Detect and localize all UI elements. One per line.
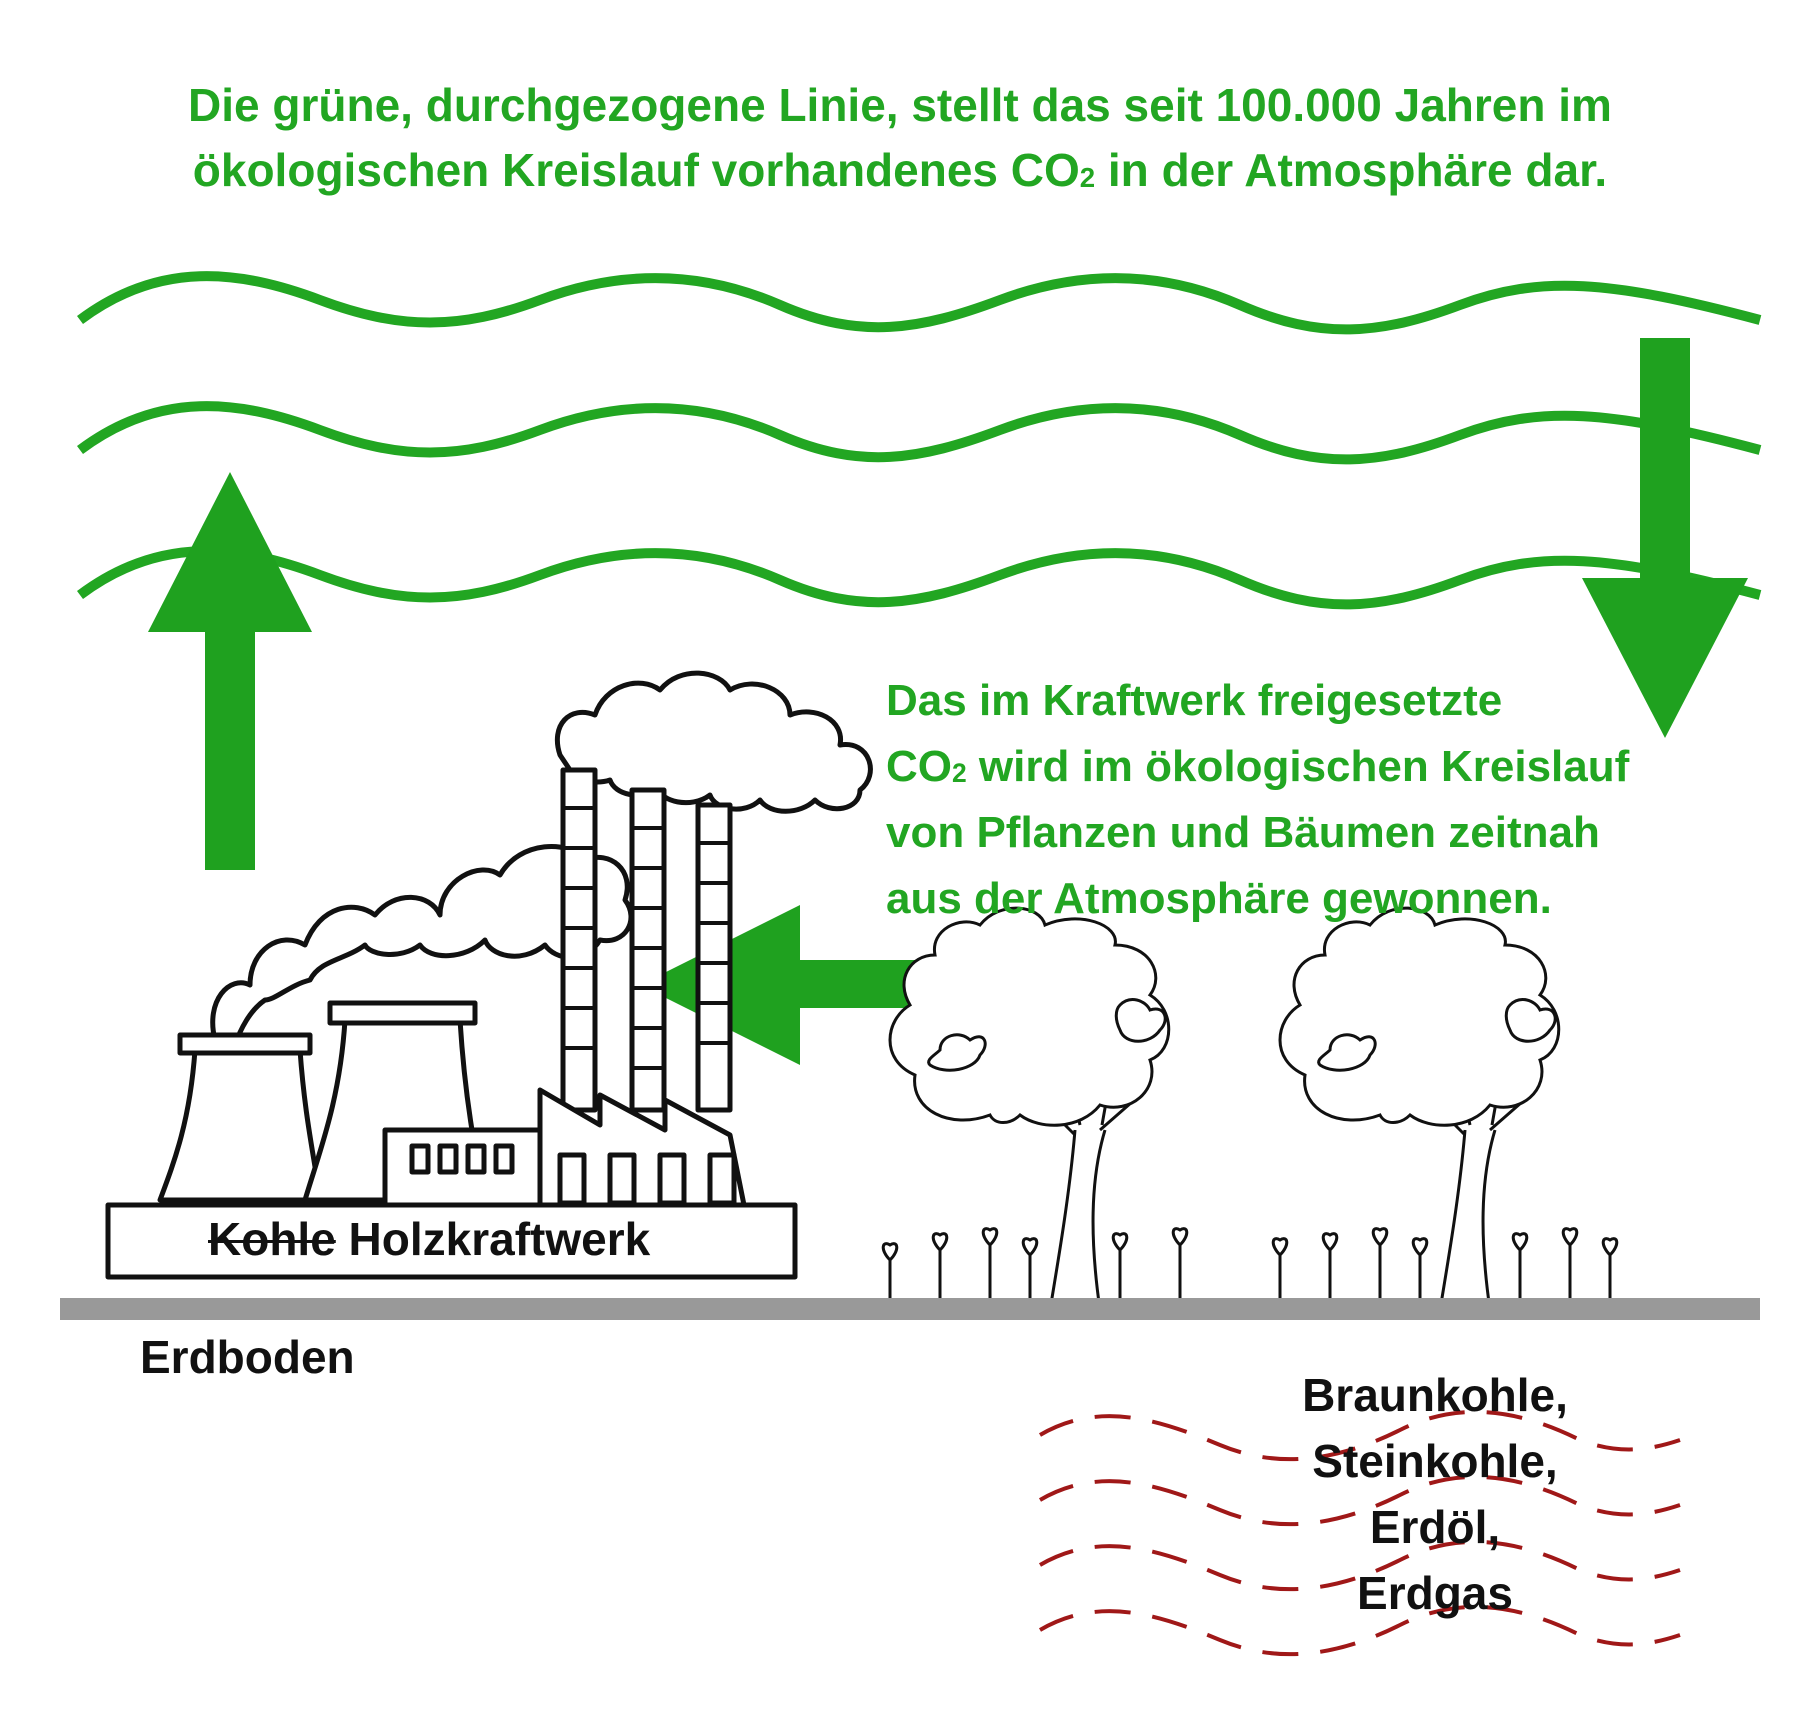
explanation-line-3: von Pflanzen und Bäumen zeitnah xyxy=(886,808,1600,857)
tree-icon xyxy=(1278,906,1561,1311)
fossil-line-1: Braunkohle, xyxy=(1302,1369,1568,1421)
tree-icon xyxy=(888,906,1171,1311)
explanation-line-4: aus der Atmosphäre gewonnen. xyxy=(886,874,1552,923)
co2-wave-1 xyxy=(77,271,1762,335)
struck-word: Kohle xyxy=(208,1213,336,1265)
bird-icon xyxy=(927,1033,987,1072)
arrow-up-icon xyxy=(148,472,312,870)
header-line-2-before: ökologischen Kreislauf vorhandenes CO xyxy=(192,144,1080,196)
plant-name: Holzkraftwerk xyxy=(335,1213,651,1265)
fossil-fuel-waves xyxy=(1038,1409,1681,1657)
header-line-2-after: in der Atmosphäre dar. xyxy=(1095,144,1608,196)
explanation-line-2: CO2 wird im ökologischen Kreislauf xyxy=(886,742,1629,792)
fossil-line-2: Steinkohle, xyxy=(1312,1435,1558,1487)
header-line-2: ökologischen Kreislauf vorhandenes CO2 i… xyxy=(0,143,1800,197)
smoke-cloud-icon xyxy=(210,844,634,1048)
ground-line xyxy=(60,1298,1760,1320)
power-plant-label: Kohle Holzkraftwerk xyxy=(208,1212,650,1266)
arrow-down-icon xyxy=(1582,338,1748,738)
power-plant-icon xyxy=(105,670,873,1280)
bird-icon xyxy=(1504,998,1557,1043)
explanation-line-2-after: wird im ökologischen Kreislauf xyxy=(966,742,1630,791)
co2-wave-2 xyxy=(77,401,1762,465)
fossil-line-3: Erdöl, xyxy=(1369,1501,1501,1553)
bird-icon xyxy=(1317,1033,1377,1072)
atmosphere-co2-waves xyxy=(77,271,1762,610)
smoke-cloud-icon xyxy=(554,670,873,814)
ground-label: Erdboden xyxy=(140,1331,355,1383)
header-line-1: Die grüne, durchgezogene Linie, stellt d… xyxy=(188,79,1612,131)
explanation-line-1: Das im Kraftwerk freigesetzte xyxy=(886,676,1503,725)
co2-wave-3 xyxy=(77,546,1762,610)
fossil-line-4: Erdgas xyxy=(1357,1567,1513,1619)
tulip-icon xyxy=(881,1227,1619,1305)
trees-and-flowers xyxy=(881,906,1619,1311)
bird-icon xyxy=(1114,998,1167,1043)
co2-subscript: 2 xyxy=(952,758,967,789)
explanation-line-2-before: CO xyxy=(886,742,952,791)
co2-subscript: 2 xyxy=(1079,162,1096,194)
